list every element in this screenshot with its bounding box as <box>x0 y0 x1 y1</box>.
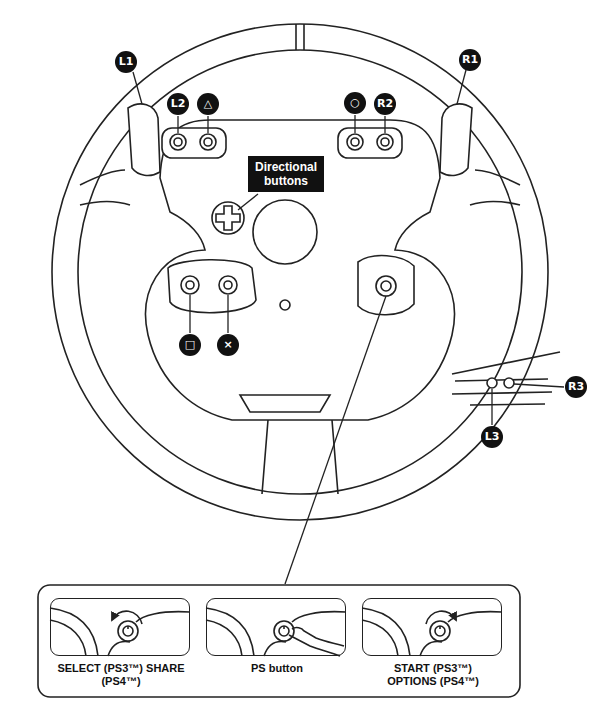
callout-number: R1 <box>459 49 481 71</box>
callout-number: ○ <box>344 92 366 114</box>
paddle <box>128 104 160 176</box>
detail-box <box>426 611 456 624</box>
detail-box <box>362 608 502 656</box>
wheel-hub <box>146 120 455 420</box>
rear-button-detail <box>452 352 560 405</box>
callout-number: R3 <box>565 376 587 398</box>
wheel-hub <box>146 120 455 420</box>
buttons <box>351 138 359 146</box>
buttons <box>381 138 389 146</box>
buttons <box>377 134 393 150</box>
directional-pad <box>212 202 244 234</box>
wheel-rim <box>52 24 548 520</box>
wheel-rim <box>78 50 522 494</box>
wheel-hub <box>358 256 414 315</box>
detail-panel: PS button <box>206 598 346 656</box>
directional-pad <box>216 206 240 230</box>
wheel-hub <box>338 128 402 158</box>
detail-box <box>38 585 520 697</box>
buttons <box>174 138 182 146</box>
callout-number: L3 <box>481 426 503 448</box>
buttons <box>224 281 232 289</box>
callout-number: R2 <box>374 93 396 115</box>
leader-line <box>133 72 142 104</box>
buttons <box>347 134 363 150</box>
buttons <box>200 134 216 150</box>
callout-number: × <box>217 334 239 356</box>
callout-number: L1 <box>115 51 137 73</box>
wheel-hub <box>253 200 317 264</box>
buttons <box>170 134 186 150</box>
leader-line <box>133 70 564 584</box>
leader-line <box>514 384 564 387</box>
wheel-spokes <box>80 170 130 205</box>
wheel-hub <box>168 260 256 313</box>
detail-panel: START (PS3™) OPTIONS (PS4™) <box>362 598 502 656</box>
leader-line <box>384 116 385 133</box>
panel-caption: START (PS3™) OPTIONS (PS4™) <box>368 662 498 688</box>
rear-button-detail <box>452 352 560 374</box>
leader-line <box>227 295 228 333</box>
leader-line <box>238 194 258 210</box>
rear-button-detail <box>452 392 552 394</box>
wheel-rim <box>303 24 305 50</box>
buttons <box>170 134 396 296</box>
leader-line <box>285 296 386 584</box>
detail-box <box>206 608 346 656</box>
callout-number: □ <box>179 334 201 356</box>
panel-caption: SELECT (PS3™) SHARE (PS4™) <box>56 662 186 688</box>
leader-line <box>177 116 178 133</box>
wheel-spokes <box>470 170 520 205</box>
paddle <box>440 104 472 176</box>
detail-box <box>38 585 520 697</box>
box-label: Directional buttons <box>251 160 321 188</box>
detail-panel: SELECT (PS3™) SHARE (PS4™) <box>50 598 190 656</box>
leader-line <box>189 295 190 333</box>
leader-line <box>491 389 492 425</box>
buttons <box>381 281 391 291</box>
buttons <box>376 276 396 296</box>
wheel-hub <box>240 395 330 412</box>
detail-box <box>289 628 344 656</box>
buttons <box>204 138 212 146</box>
directional-pad <box>212 202 244 234</box>
wheel-rim <box>295 24 297 50</box>
leader-line <box>457 70 466 104</box>
detail-box <box>206 608 346 656</box>
leader-line <box>207 116 208 133</box>
rear-button-detail <box>470 404 545 405</box>
wheel-rim <box>52 24 548 520</box>
rear-button-detail <box>504 378 514 388</box>
panel-caption: PS button <box>212 662 342 675</box>
buttons <box>181 276 199 294</box>
detail-box <box>50 608 190 656</box>
wheel-hub <box>280 300 290 310</box>
callout-number: L2 <box>167 93 189 115</box>
detail-box <box>112 611 142 624</box>
buttons <box>186 281 194 289</box>
leader-line <box>354 115 355 133</box>
buttons <box>219 276 237 294</box>
rear-button-detail <box>487 378 497 388</box>
detail-box <box>362 608 502 656</box>
detail-box <box>50 608 190 656</box>
label-box: Directional buttons <box>248 156 324 192</box>
rear-button-detail <box>455 379 548 381</box>
wheel-spokes <box>262 420 338 494</box>
wheel-hub <box>162 128 226 158</box>
callout-number: △ <box>197 93 219 115</box>
